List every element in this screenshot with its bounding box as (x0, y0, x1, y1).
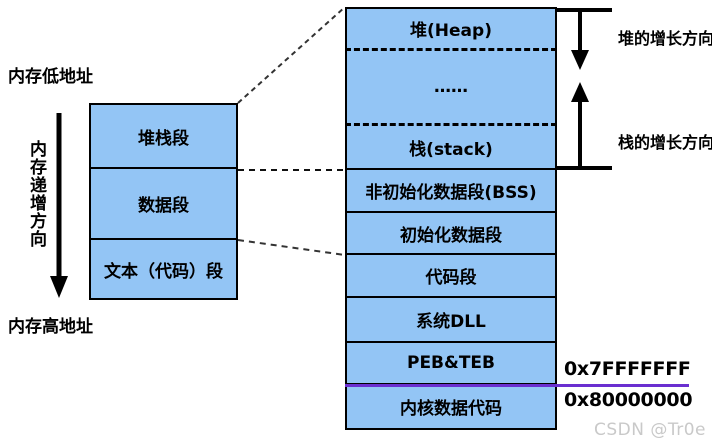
right-segment-initialized-data[interactable]: 初始化数据段 (345, 213, 557, 255)
label-low-address: 内存低地址 (8, 67, 93, 87)
heap-growth-arrow-head (571, 50, 589, 70)
right-memory-column: 堆(Heap) …… 栈(stack) 非初始化数据段(BSS) 初始化数据段 … (345, 7, 557, 430)
right-segment-stack[interactable]: 栈(stack) (345, 126, 557, 170)
right-segment-kernel[interactable]: 内核数据代码 (345, 385, 557, 430)
left-segment-stack[interactable]: 堆栈段 (89, 103, 238, 169)
memory-direction-arrow-head (50, 276, 68, 298)
label-stack-growth-direction: 栈的增长方向 (618, 133, 712, 152)
right-segment-system-dll[interactable]: 系统DLL (345, 298, 557, 343)
left-segment-text-code[interactable]: 文本（代码）段 (89, 240, 238, 300)
left-memory-column: 堆栈段 数据段 文本（代码）段 (89, 103, 238, 300)
address-kernel-space-base: 0x80000000 (564, 389, 693, 411)
label-memory-direction: 内存递增方向 (26, 140, 46, 248)
right-segment-code[interactable]: 代码段 (345, 255, 557, 298)
address-user-space-top: 0x7FFFFFFF (564, 358, 691, 380)
right-segment-heap[interactable]: 堆(Heap) (345, 7, 557, 51)
right-segment-peb-teb[interactable]: PEB&TEB (345, 343, 557, 385)
stack-growth-arrow-head (571, 82, 589, 102)
label-high-address: 内存高地址 (8, 317, 93, 337)
connector-line-top (237, 6, 346, 104)
right-segment-bss[interactable]: 非初始化数据段(BSS) (345, 170, 557, 213)
connector-line-bottom (237, 239, 346, 256)
kernel-boundary-divider (345, 384, 689, 387)
csdn-watermark: CSDN @Tr0e (593, 420, 706, 440)
label-heap-growth-direction: 堆的增长方向 (618, 29, 712, 48)
left-segment-data[interactable]: 数据段 (89, 169, 238, 240)
right-segment-gap[interactable]: …… (345, 51, 557, 126)
